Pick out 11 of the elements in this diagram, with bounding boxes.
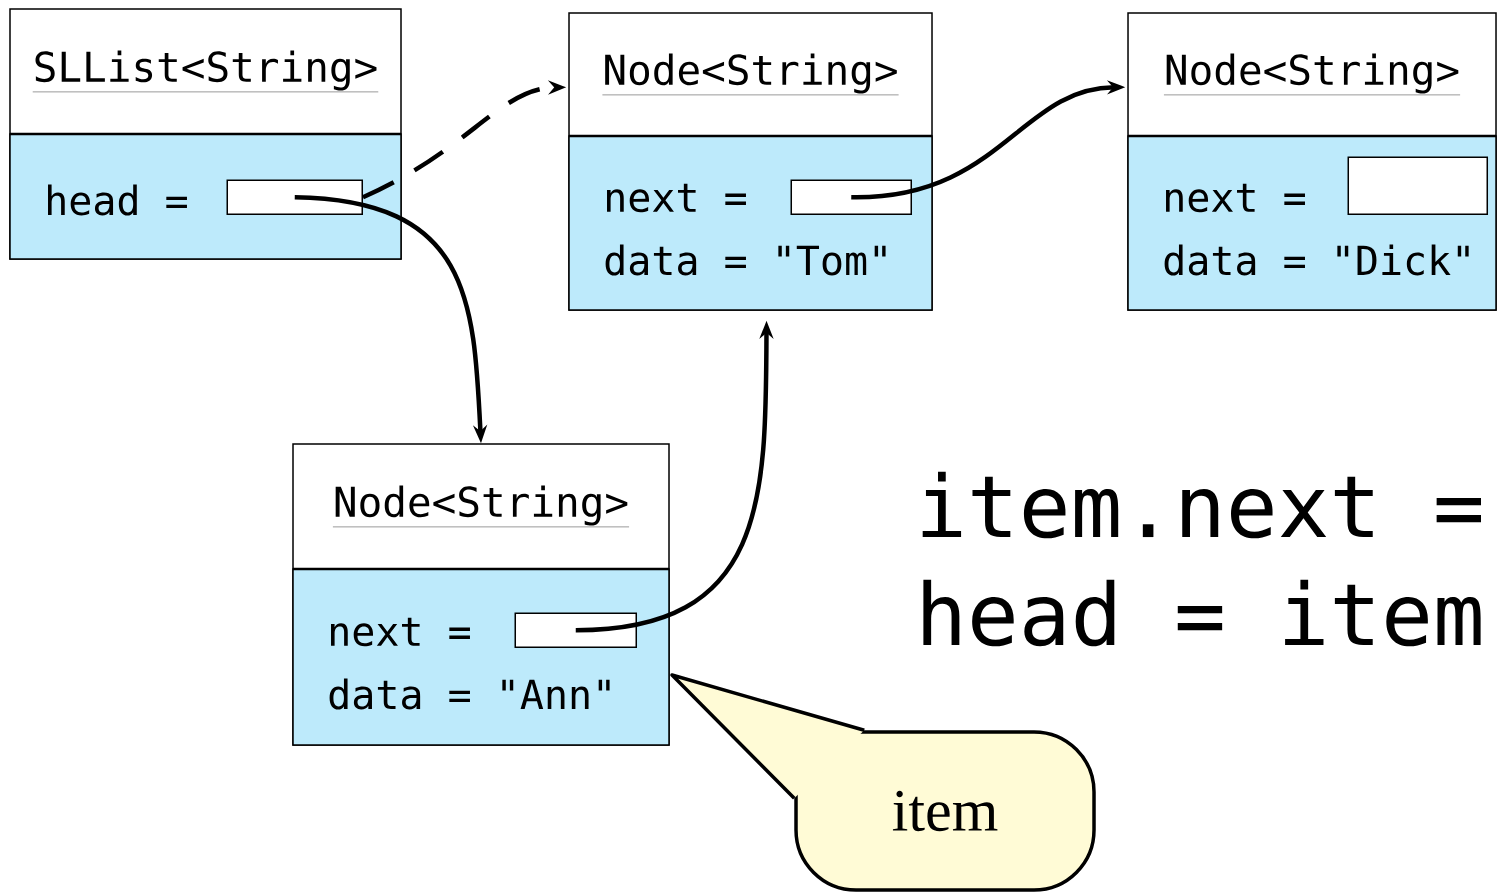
pointer-box bbox=[1347, 156, 1488, 215]
object-box: Node<String> next = data = "Ann" bbox=[292, 443, 670, 746]
pointer-box bbox=[514, 612, 637, 648]
pointer-box bbox=[226, 179, 363, 215]
object-box: SLList<String> head = bbox=[9, 8, 402, 260]
code-text: item.next = bbox=[922, 471, 1481, 539]
code-text: head = item bbox=[923, 579, 1481, 647]
speech-bubble: item bbox=[670, 673, 1096, 892]
pointer-box bbox=[790, 179, 912, 215]
object-box: Node<String> next = data = "Dick" bbox=[1127, 12, 1497, 311]
object-box: Node<String> next = data = "Tom" bbox=[568, 12, 933, 311]
